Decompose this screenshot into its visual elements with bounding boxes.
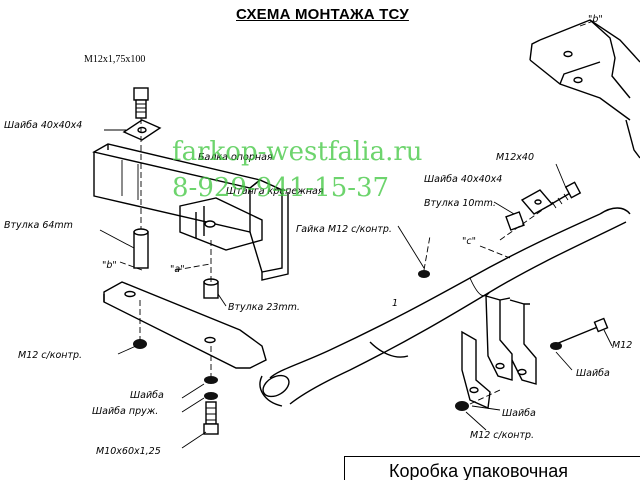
beam-hole	[204, 220, 216, 228]
label-washer-spring: Шайба пруж.	[92, 406, 158, 417]
page-title: СХЕМА МОНТАЖА ТСУ	[236, 6, 409, 23]
frame-hole-1	[563, 50, 573, 58]
label-washer-40-left: Шайба 40х40х4	[4, 120, 82, 131]
nut-mid	[418, 235, 431, 278]
label-mark-b-left: "b"	[102, 260, 117, 271]
label-mark-a: "a"	[170, 264, 185, 275]
guide-a	[175, 263, 211, 271]
ball-mount-brackets	[461, 295, 537, 410]
label-nut-m12-left: M12 с/контр.	[18, 350, 82, 361]
bolt-m12x40-assembly	[499, 181, 582, 241]
label-nut-m12-bottom: M12 с/контр.	[470, 430, 534, 441]
label-bolt-bottom: M10x60x1,25	[96, 446, 161, 457]
tube-end	[262, 374, 290, 398]
label-part-1: 1	[392, 298, 398, 309]
label-bushing-23: Втулка 23mm.	[228, 302, 300, 313]
label-bolt-m12x40: M12x40	[496, 152, 534, 163]
leader-lines	[99, 129, 613, 449]
label-bolt-top: M12x1,75x100	[84, 54, 145, 65]
right-bolts	[455, 317, 609, 411]
guide-b-top	[579, 19, 597, 27]
label-bushing-64: Втулка 64mm	[4, 220, 73, 231]
label-washer-bottom: Шайба	[130, 390, 164, 401]
label-washer-40-right: Шайба 40х40х4	[424, 174, 502, 185]
label-support-beam: Балка опорная	[198, 152, 273, 163]
label-mark-b-top: "b"	[588, 14, 603, 25]
lower-plate	[103, 281, 267, 369]
guide-c	[479, 245, 511, 259]
label-mark-c: "c"	[462, 236, 476, 247]
bushing-23	[203, 240, 219, 299]
label-washer-right: Шайба	[576, 368, 610, 379]
washer-left-top	[122, 119, 162, 141]
bottom-fasteners	[203, 346, 219, 435]
label-washer-right-low: Шайба	[502, 408, 536, 419]
towbar-tube	[259, 207, 631, 407]
label-bushing-10: Втулка 10mm.	[424, 198, 496, 209]
label-mounting-rod: Штанга крепежная	[226, 186, 324, 197]
frame-hole-2	[573, 76, 583, 84]
guide-b-left	[119, 261, 143, 271]
watermark-site: farkop-westfalia.ru	[172, 137, 423, 167]
nut-left	[133, 300, 147, 349]
packaging-box-label: Коробка упаковочная	[344, 456, 640, 480]
label-nut-m12-mid: Гайка M12 с/контр.	[296, 224, 392, 235]
watermark-phone: 8-929-941-15-37	[172, 173, 389, 203]
frame-rail-right	[529, 19, 640, 159]
support-beam	[92, 143, 289, 281]
label-bolt-m12-right: M12	[612, 340, 632, 351]
bushing-64	[133, 228, 149, 269]
